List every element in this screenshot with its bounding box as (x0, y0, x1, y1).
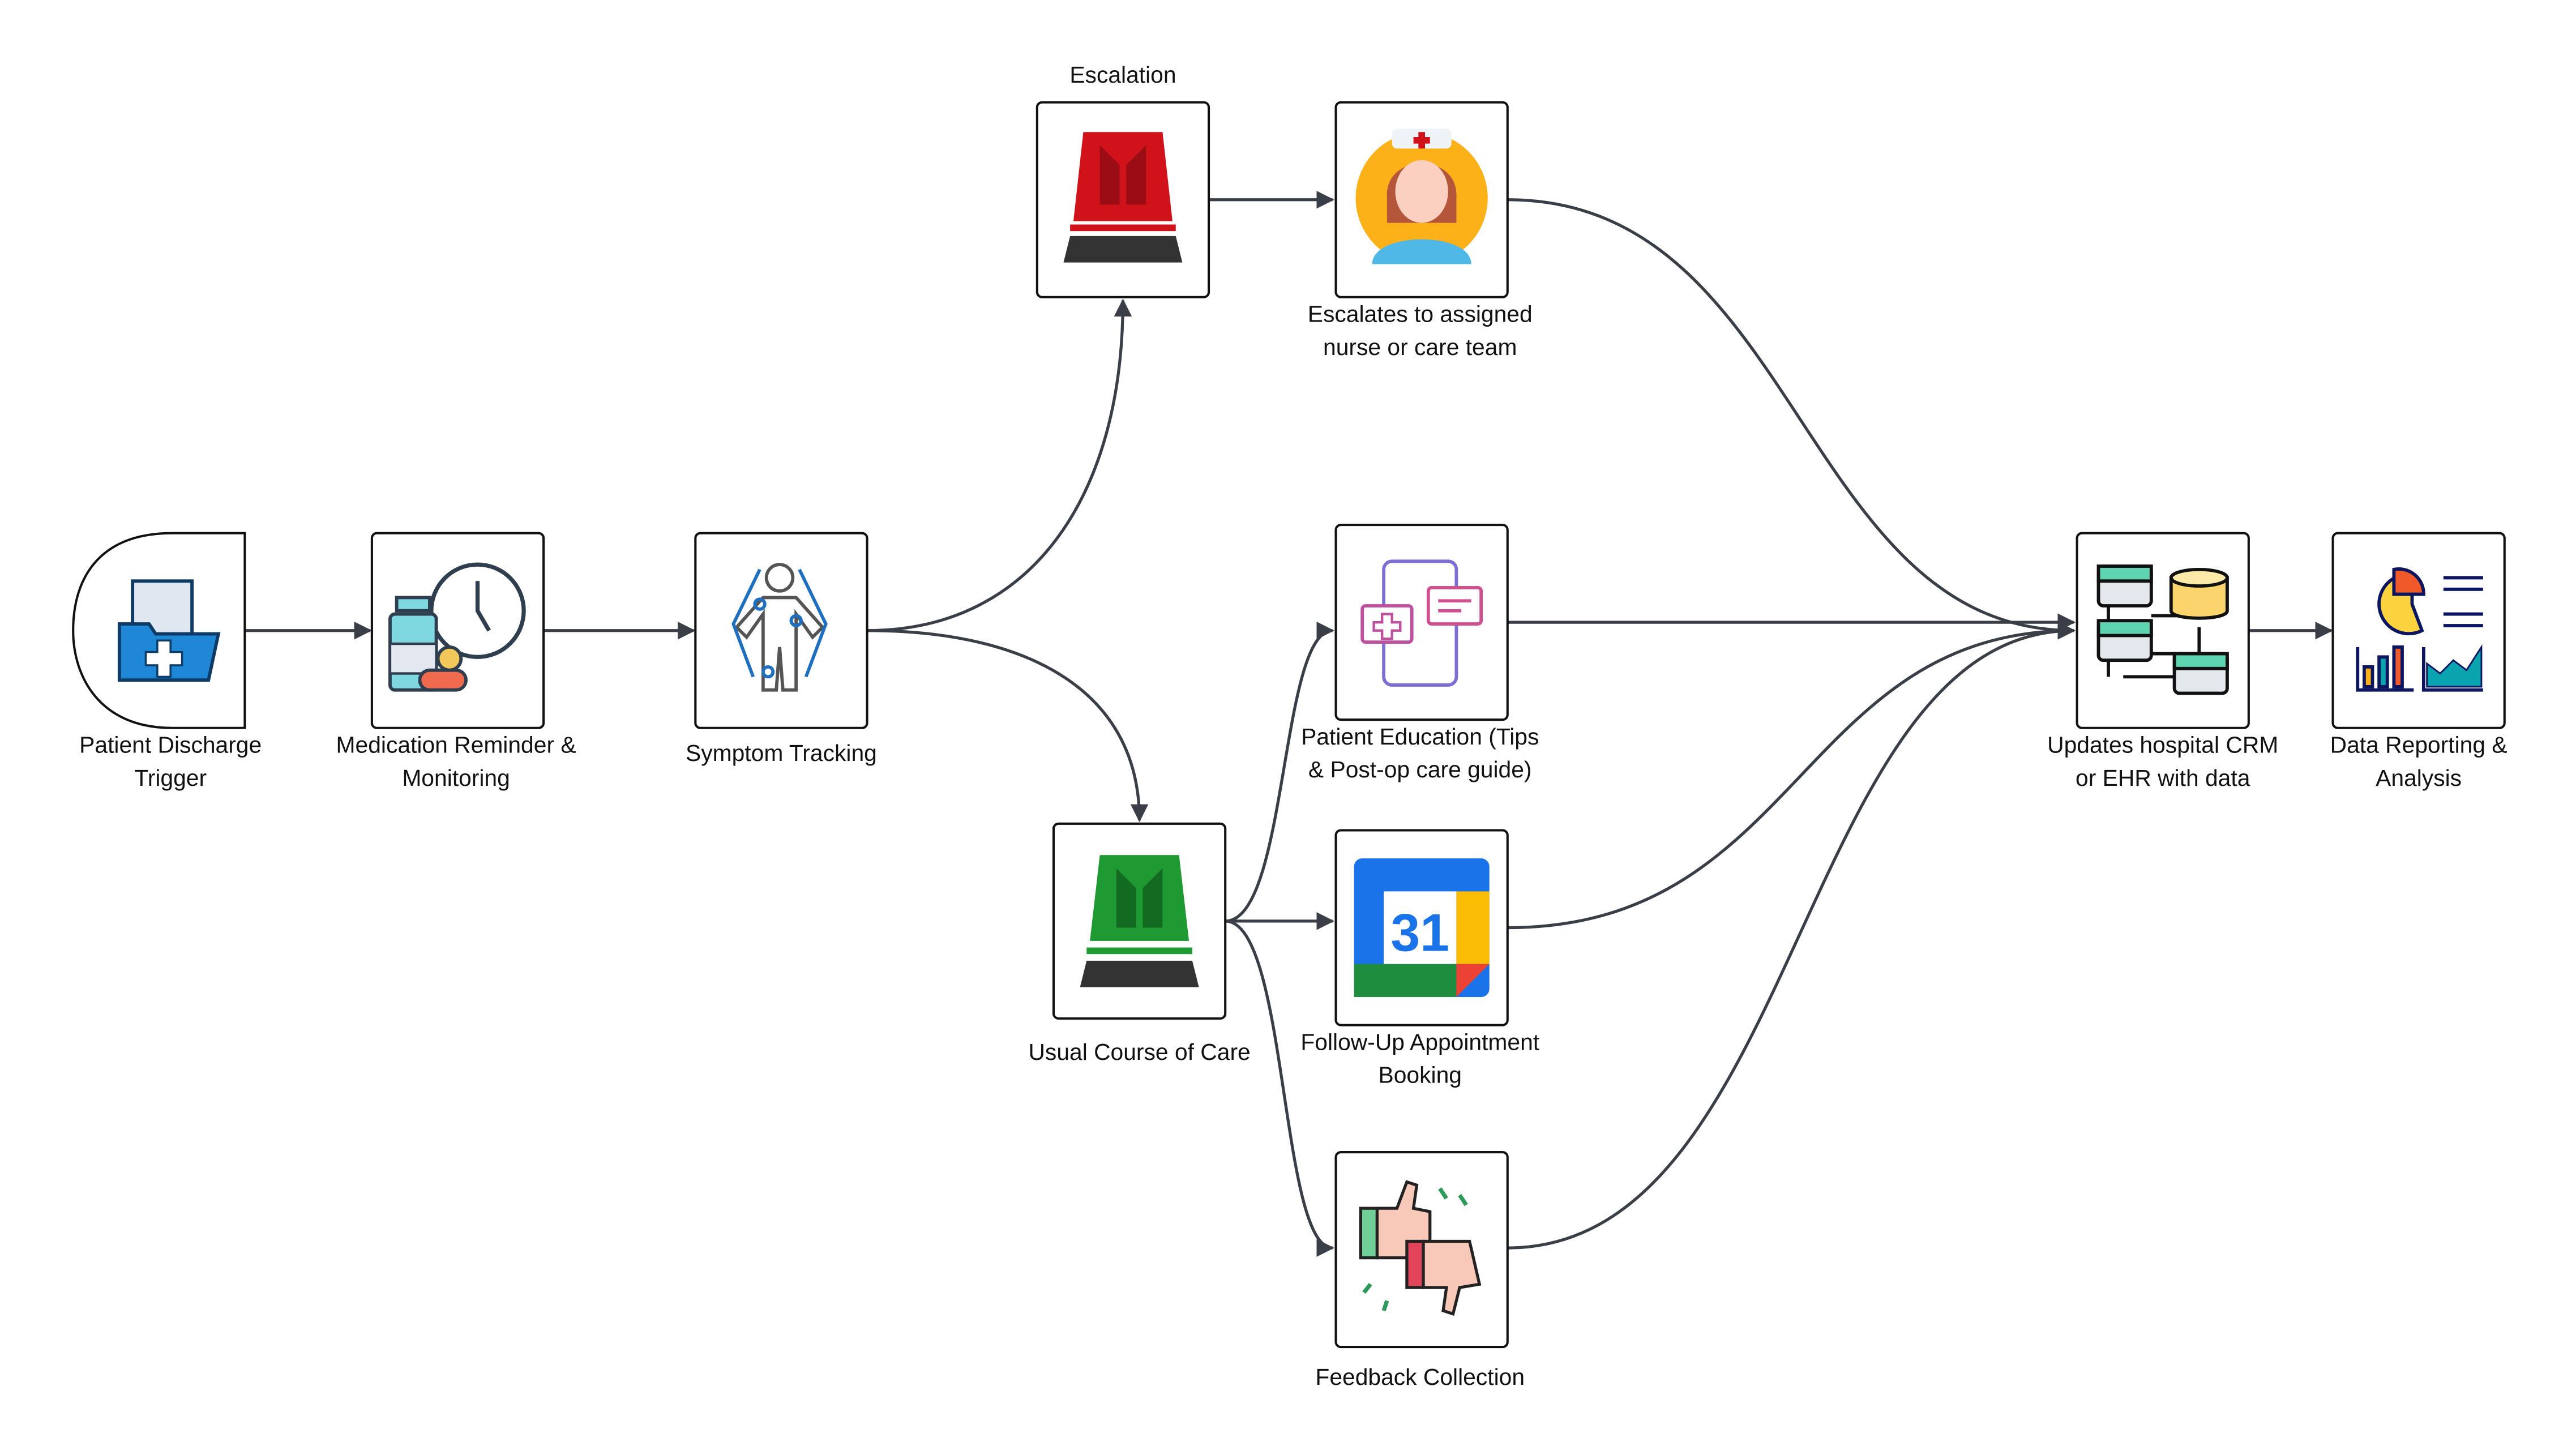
node-medication[interactable]: Medication Reminder & Monitoring (336, 532, 576, 791)
body-tracking-icon (731, 563, 828, 692)
node-label: Patient Education (Tips (1301, 724, 1539, 750)
node-label: Escalates to assigned (1308, 301, 1533, 327)
edge-appointment-crm (1507, 622, 2076, 930)
node-label: Updates hospital CRM (2047, 731, 2278, 758)
node-label: Monitoring (402, 765, 510, 791)
medicine-clock-icon (388, 562, 526, 692)
node-label: & Post-op care guide) (1308, 756, 1532, 782)
node-escalation[interactable]: Escalation (1035, 62, 1210, 298)
nurse-icon (1355, 129, 1488, 264)
node-label: Follow-Up Appointment (1300, 1029, 1539, 1055)
calendar-day: 31 (1390, 903, 1449, 962)
node-label: or EHR with data (2076, 765, 2250, 791)
node-nurse[interactable]: Escalates to assigned nurse or care team (1308, 101, 1533, 360)
node-label: Patient Discharge (79, 731, 262, 758)
node-discharge[interactable]: Patient Discharge Trigger (72, 532, 262, 791)
node-education[interactable]: Patient Education (Tips & Post-op care g… (1301, 524, 1539, 782)
node-appointment[interactable]: 31 Follow-Up Appointment Booking (1300, 829, 1540, 1088)
node-label: Booking (1379, 1062, 1462, 1088)
edge-symptom-usual (867, 629, 1149, 823)
node-label: Feedback Collection (1315, 1364, 1525, 1390)
edge-nurse-crm (1507, 198, 2076, 640)
node-feedback[interactable]: Feedback Collection (1315, 1150, 1525, 1390)
red-siren-icon (1063, 132, 1183, 263)
node-label: Data Reporting & (2330, 731, 2507, 758)
thumbs-up-down-icon (1359, 1180, 1482, 1316)
node-label: Medication Reminder & (336, 731, 576, 758)
edge-usual-feedback (1225, 919, 1334, 1257)
node-label: nurse or care team (1323, 334, 1517, 360)
node-label: Usual Course of Care (1028, 1039, 1250, 1065)
database-servers-icon (2096, 564, 2229, 695)
node-label: Trigger (134, 765, 207, 791)
node-report[interactable]: Data Reporting & Analysis (2330, 532, 2507, 791)
node-usual[interactable]: Usual Course of Care (1028, 822, 1251, 1065)
node-crm[interactable]: Updates hospital CRM or EHR with data (2047, 532, 2278, 791)
medical-folder-icon (117, 579, 221, 682)
node-label: Symptom Tracking (686, 740, 877, 766)
node-label: Analysis (2376, 765, 2462, 791)
edge-symptom-escalation (867, 298, 1132, 632)
analytics-chart-icon (2356, 567, 2483, 692)
edge-usual-education (1225, 622, 1334, 923)
tablet-chat-icon (1360, 559, 1483, 687)
edge-feedback-crm (1507, 622, 2076, 1250)
calendar-icon: 31 (1354, 858, 1490, 997)
node-label: Escalation (1069, 62, 1176, 88)
green-siren-icon (1080, 855, 1199, 987)
edges (245, 191, 2333, 1257)
node-symptom[interactable]: Symptom Tracking (686, 532, 877, 766)
